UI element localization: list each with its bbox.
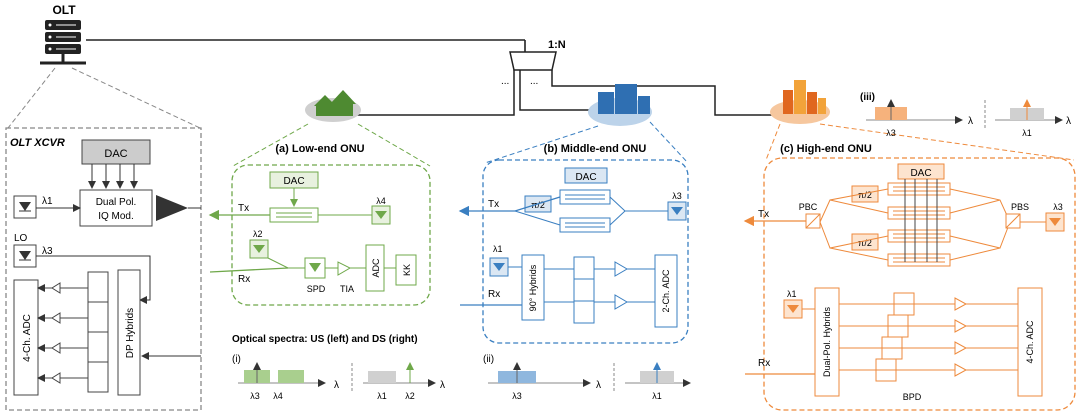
svg-text:PBS: PBS bbox=[1011, 202, 1029, 212]
spectrum-iii: (iii) λ3 λ λ1 λ bbox=[860, 92, 1071, 138]
svg-text:λ: λ bbox=[596, 380, 601, 391]
drop-fiber-low bbox=[335, 70, 515, 116]
svg-text:DAC: DAC bbox=[104, 148, 127, 160]
svg-text:ADC: ADC bbox=[371, 258, 381, 278]
svg-text:λ: λ bbox=[440, 380, 445, 391]
high-dac bbox=[897, 163, 945, 180]
svg-text:SPD: SPD bbox=[307, 284, 326, 294]
high-hybrids bbox=[814, 287, 840, 397]
svg-text:TIA: TIA bbox=[340, 284, 354, 294]
svg-text:λ3: λ3 bbox=[886, 128, 896, 138]
high-phase-shifter-1 bbox=[851, 185, 879, 203]
svg-text:λ3: λ3 bbox=[42, 246, 53, 257]
svg-text:Dual Pol.: Dual Pol. bbox=[96, 197, 137, 208]
svg-text:λ4: λ4 bbox=[376, 196, 386, 206]
svg-text:λ: λ bbox=[968, 116, 973, 127]
olt-dp-hybrids bbox=[117, 269, 141, 396]
svg-text:(iii): (iii) bbox=[860, 92, 875, 103]
mid-modulator-q bbox=[559, 217, 611, 233]
low-rx-line bbox=[209, 267, 289, 273]
olt-adc bbox=[13, 279, 39, 396]
svg-text:DAC: DAC bbox=[910, 168, 931, 179]
svg-text:λ4: λ4 bbox=[273, 391, 283, 401]
svg-text:λ: λ bbox=[1066, 116, 1071, 127]
svg-text:DAC: DAC bbox=[283, 176, 304, 187]
svg-text:...: ... bbox=[530, 76, 538, 87]
svg-text:π/2: π/2 bbox=[531, 200, 545, 210]
olt-label: OLT bbox=[52, 3, 76, 17]
amplifier-icon bbox=[156, 195, 188, 221]
server-icon bbox=[40, 20, 86, 65]
mid-modulator-i bbox=[559, 189, 611, 205]
svg-text:Rx: Rx bbox=[238, 274, 250, 285]
high-phase-shifter-2 bbox=[851, 233, 879, 251]
svg-text:π/2: π/2 bbox=[858, 190, 872, 200]
olt-xcvr-label: OLT XCVR bbox=[10, 137, 65, 149]
svg-text:λ1: λ1 bbox=[42, 196, 53, 207]
high-onu-title: (c) High-end ONU bbox=[780, 143, 872, 155]
spectrum-ii: (ii) λ3 λ λ1 bbox=[483, 354, 691, 401]
svg-text:DAC: DAC bbox=[575, 172, 596, 183]
svg-text:λ3: λ3 bbox=[672, 191, 682, 201]
svg-text:λ: λ bbox=[334, 380, 339, 391]
low-modulator bbox=[269, 207, 319, 223]
mid-adc bbox=[654, 254, 678, 328]
drop-fiber-high bbox=[551, 70, 780, 116]
svg-text:Dual-Pol. Hybrids: Dual-Pol. Hybrids bbox=[822, 306, 832, 377]
svg-text:λ3: λ3 bbox=[250, 391, 260, 401]
svg-text:λ1: λ1 bbox=[652, 391, 662, 401]
olt-dac bbox=[81, 139, 151, 165]
svg-text:λ2: λ2 bbox=[253, 229, 263, 239]
high-onu-box bbox=[763, 157, 1076, 411]
svg-text:(i): (i) bbox=[232, 354, 241, 365]
svg-text:KK: KK bbox=[402, 264, 412, 276]
drop-fiber-mid bbox=[519, 70, 590, 111]
mid-onu-title: (b) Middle-end ONU bbox=[544, 143, 647, 155]
spectrum-i: (i) λ3 λ4 λ λ1 λ2 λ bbox=[232, 354, 445, 401]
svg-text:π/2: π/2 bbox=[858, 238, 872, 248]
svg-text:IQ Mod.: IQ Mod. bbox=[98, 211, 134, 222]
svg-text:λ2: λ2 bbox=[405, 391, 415, 401]
svg-text:Rx: Rx bbox=[758, 358, 770, 369]
mid-dac bbox=[564, 167, 608, 184]
low-tia bbox=[337, 261, 352, 276]
svg-text:Tx: Tx bbox=[488, 199, 499, 210]
low-onu-title: (a) Low-end ONU bbox=[275, 143, 364, 155]
svg-text:PBC: PBC bbox=[799, 202, 818, 212]
splitter-icon bbox=[509, 51, 557, 71]
svg-text:4-Ch. ADC: 4-Ch. ADC bbox=[1025, 320, 1035, 364]
svg-text:λ1: λ1 bbox=[493, 244, 503, 254]
svg-text:DP Hybrids: DP Hybrids bbox=[125, 308, 136, 358]
low-onu-box bbox=[231, 164, 431, 306]
svg-text:...: ... bbox=[501, 76, 509, 87]
svg-text:λ1: λ1 bbox=[377, 391, 387, 401]
svg-text:λ1: λ1 bbox=[787, 289, 797, 299]
svg-text:(ii): (ii) bbox=[483, 354, 494, 365]
spectra-title: Optical spectra: US (left) and DS (right… bbox=[232, 334, 418, 345]
olt-xcvr-box bbox=[5, 127, 202, 411]
mid-hybrids bbox=[521, 254, 545, 321]
svg-text:λ3: λ3 bbox=[512, 391, 522, 401]
low-kk bbox=[395, 254, 417, 286]
svg-text:λ1: λ1 bbox=[1022, 128, 1032, 138]
svg-text:LO: LO bbox=[14, 233, 28, 244]
svg-text:BPD: BPD bbox=[903, 392, 922, 402]
svg-text:2-Ch. ADC: 2-Ch. ADC bbox=[661, 269, 671, 313]
svg-text:λ3: λ3 bbox=[1053, 202, 1063, 212]
svg-text:Tx: Tx bbox=[758, 209, 769, 220]
svg-text:Tx: Tx bbox=[238, 203, 249, 214]
mid-onu-box bbox=[482, 159, 689, 344]
svg-text:4-Ch. ADC: 4-Ch. ADC bbox=[22, 314, 33, 362]
high-adc bbox=[1017, 287, 1043, 397]
svg-text:Rx: Rx bbox=[488, 289, 500, 300]
splitter-ratio: 1:N bbox=[548, 39, 566, 51]
svg-text:90° Hybrids: 90° Hybrids bbox=[528, 264, 538, 311]
